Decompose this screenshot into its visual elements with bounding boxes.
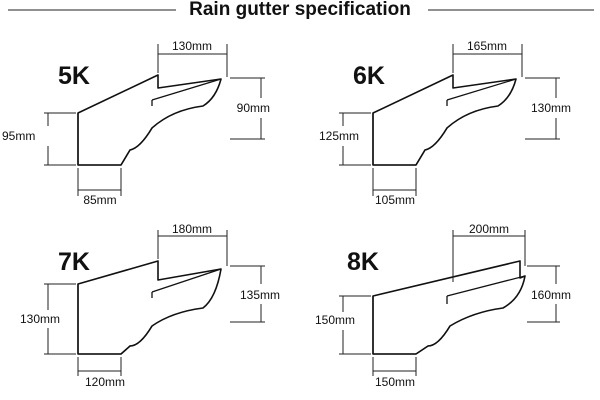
back-height-label: 150mm xyxy=(315,313,355,327)
top-width-label: 165mm xyxy=(467,39,507,53)
front-height-label: 90mm xyxy=(237,101,270,115)
gutter-drawing xyxy=(372,260,526,355)
diagram-title: Rain gutter specification xyxy=(189,0,411,20)
gutter-drawing xyxy=(77,260,222,355)
gutter-panel-5k: 5K 130mm 90mm 95mm 85mm xyxy=(2,39,270,207)
bottom-width-label: 105mm xyxy=(375,193,415,207)
gutter-drawing xyxy=(77,74,222,166)
dimension-lines xyxy=(44,44,265,196)
gutter-panel-8k: 8K 200mm 160mm 150mm 150 xyxy=(315,222,571,389)
top-width-label: 180mm xyxy=(172,222,212,236)
front-height-label: 130mm xyxy=(531,101,571,115)
model-label: 8K xyxy=(347,248,379,276)
bottom-width-label: 85mm xyxy=(83,193,116,207)
dimension-lines xyxy=(339,230,560,376)
top-width-label: 200mm xyxy=(469,222,509,236)
dimension-lines xyxy=(44,230,265,376)
gutter-panel-6k: 6K 165mm 130mm 125mm 105 xyxy=(319,39,571,207)
bottom-width-label: 120mm xyxy=(85,375,125,389)
bottom-width-label: 150mm xyxy=(375,375,415,389)
model-label: 7K xyxy=(58,248,90,276)
front-height-label: 160mm xyxy=(531,288,571,302)
back-height-label: 130mm xyxy=(20,312,60,326)
gutter-panel-7k: 7K 180mm 135mm 130mm 120 xyxy=(20,222,280,389)
dimension-lines xyxy=(339,44,560,196)
model-label: 6K xyxy=(353,62,385,90)
back-height-label: 95mm xyxy=(2,129,35,143)
front-height-label: 135mm xyxy=(240,288,280,302)
gutter-drawing xyxy=(372,74,517,166)
top-width-label: 130mm xyxy=(172,39,212,53)
back-height-label: 125mm xyxy=(319,129,359,143)
model-label: 5K xyxy=(58,62,90,90)
